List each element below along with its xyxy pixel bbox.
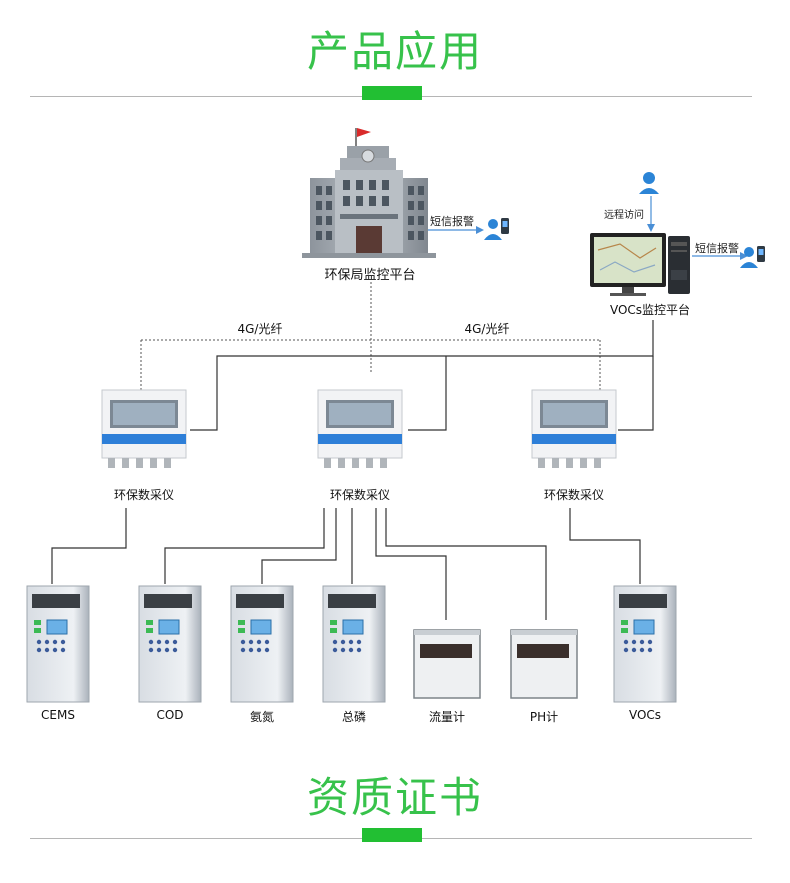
computer-monitor-icon xyxy=(590,233,690,296)
analyzer-cabinet-icon xyxy=(322,585,386,703)
remote-user-icon xyxy=(639,172,659,194)
device-label-flowmeter: 流量计 xyxy=(428,710,465,724)
title-accent-bar xyxy=(362,828,422,842)
vocs-platform-label: VOCs监控平台 xyxy=(609,303,691,317)
link-label-left: 4G/光纤 xyxy=(237,322,283,336)
data-collector-icon xyxy=(317,389,403,468)
title-accent-bar xyxy=(362,86,422,100)
section-title-application: 产品应用 xyxy=(306,27,483,76)
device-label-cod: COD xyxy=(156,708,184,722)
ph-meter-icon xyxy=(510,629,578,699)
analyzer-cabinet-icon xyxy=(613,585,677,703)
phone-user-icon xyxy=(484,218,509,240)
analyzer-cabinet-icon xyxy=(138,585,202,703)
section-title-certificate: 资质证书 xyxy=(306,773,483,822)
device-label-ammonia: 氨氮 xyxy=(249,710,274,724)
device-label-ph: PH计 xyxy=(529,710,559,724)
collector-label: 环保数采仪 xyxy=(113,488,174,502)
system-diagram xyxy=(26,128,765,703)
epb-building-icon xyxy=(302,128,436,258)
device-label-phosphorus: 总磷 xyxy=(341,710,366,724)
sms-alarm-label: 短信报警 xyxy=(695,242,739,255)
device-label-vocs: VOCs xyxy=(628,708,662,722)
collector-label: 环保数采仪 xyxy=(543,488,604,502)
data-collector-icon xyxy=(531,389,617,468)
flow-meter-icon xyxy=(413,629,481,699)
analyzer-cabinet-icon xyxy=(26,585,90,703)
phone-user-icon xyxy=(740,246,765,268)
collector-label: 环保数采仪 xyxy=(329,488,390,502)
device-label-cems: CEMS xyxy=(41,708,75,722)
link-label-right: 4G/光纤 xyxy=(464,322,510,336)
data-collector-icon xyxy=(101,389,187,468)
epb-platform-label: 环保局监控平台 xyxy=(324,268,416,283)
sms-alarm-label: 短信报警 xyxy=(430,215,474,228)
analyzer-cabinet-icon xyxy=(230,585,294,703)
remote-access-label: 远程访问 xyxy=(604,210,644,221)
